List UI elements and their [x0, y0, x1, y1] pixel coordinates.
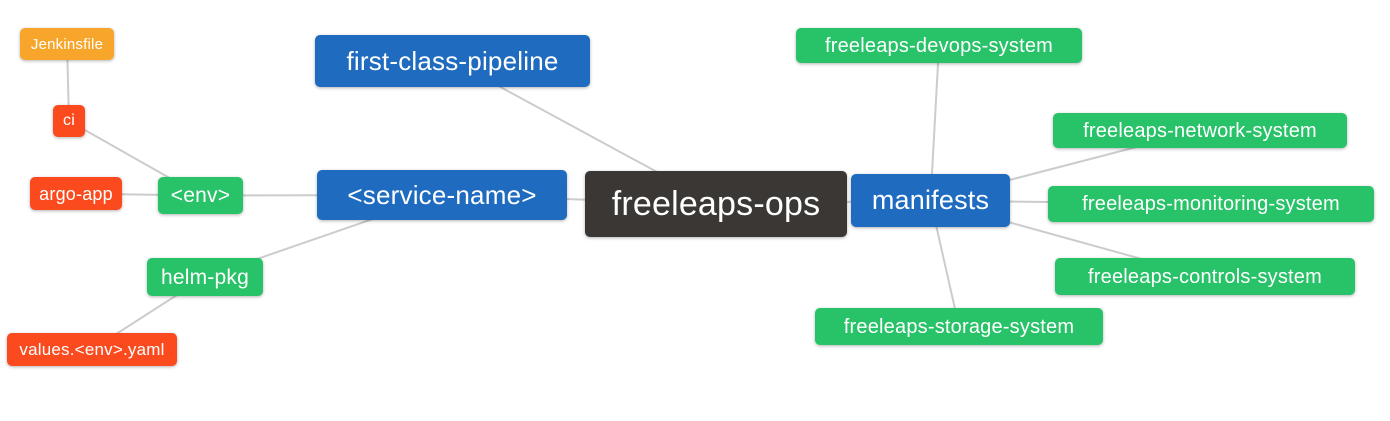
node-ci[interactable]: ci	[53, 105, 85, 137]
node-values-env-yaml[interactable]: values.<env>.yaml	[7, 333, 177, 366]
node-env[interactable]: <env>	[158, 177, 243, 214]
node-first-class-pipeline[interactable]: first-class-pipeline	[315, 35, 590, 87]
node-jenkinsfile[interactable]: Jenkinsfile	[20, 28, 114, 60]
node-service-name[interactable]: <service-name>	[317, 170, 567, 220]
node-freeleaps-ops[interactable]: freeleaps-ops	[585, 171, 847, 237]
node-freeleaps-monitoring-system[interactable]: freeleaps-monitoring-system	[1048, 186, 1374, 222]
node-manifests[interactable]: manifests	[851, 174, 1010, 227]
node-freeleaps-storage-system[interactable]: freeleaps-storage-system	[815, 308, 1103, 345]
node-helm-pkg[interactable]: helm-pkg	[147, 258, 263, 296]
node-freeleaps-network-system[interactable]: freeleaps-network-system	[1053, 113, 1347, 148]
node-freeleaps-devops-system[interactable]: freeleaps-devops-system	[796, 28, 1082, 63]
node-argo-app[interactable]: argo-app	[30, 177, 122, 210]
node-freeleaps-controls-system[interactable]: freeleaps-controls-system	[1055, 258, 1355, 295]
